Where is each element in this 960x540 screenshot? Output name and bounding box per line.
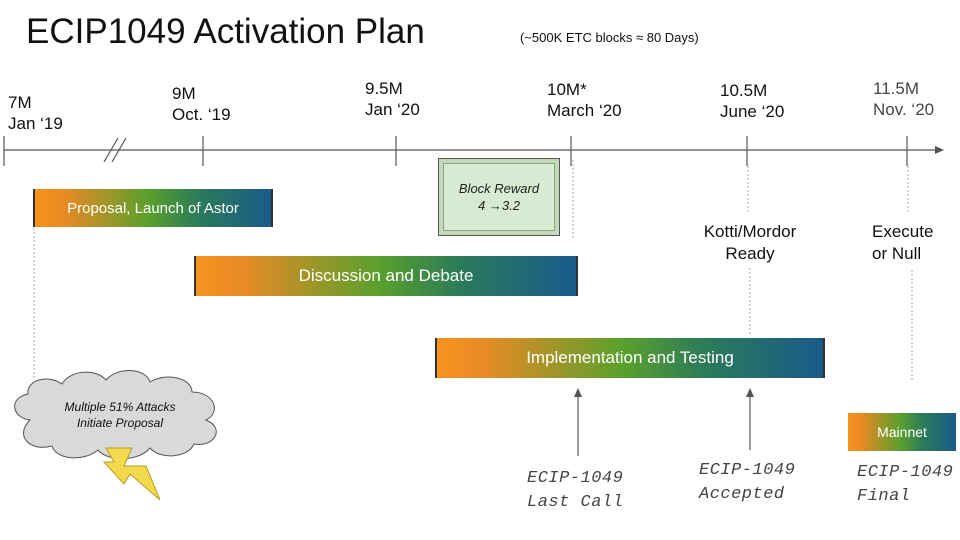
tick-date: Jan ‘19 (8, 114, 63, 133)
cloud-shape (14, 370, 217, 460)
timeline-arrowhead (935, 146, 944, 154)
arrow-accepted-head (746, 388, 754, 397)
block-reward-title: Block Reward (458, 181, 540, 196)
tick-label-11-5m: 11.5M Nov. ‘20 (873, 78, 934, 120)
milestone-line: Execute (872, 222, 934, 241)
ecip-status-final: ECIP-1049 Final (857, 461, 953, 509)
ecip-id: ECIP-1049 (527, 469, 624, 488)
ecip-state: Accepted (699, 485, 785, 504)
tick-block: 9M (172, 84, 196, 103)
phase-bar-proposal: Proposal, Launch of Astor (33, 189, 273, 227)
tick-block: 7M (8, 93, 32, 112)
lightning-bolt-icon (102, 447, 161, 501)
tick-label-9m: 9M Oct. ‘19 (172, 83, 231, 125)
tick-date: March ‘20 (547, 101, 622, 120)
cloud-line: Initiate Proposal (76, 416, 164, 430)
page-title: ECIP1049 Activation Plan (26, 12, 425, 51)
phase-bar-discussion: Discussion and Debate (194, 256, 578, 296)
ecip-id: ECIP-1049 (699, 461, 796, 480)
tick-block: 9.5M (365, 79, 403, 98)
axis-break-mark (103, 137, 119, 163)
milestone-line: or Null (872, 244, 922, 263)
tick-label-9-5m: 9.5M Jan ‘20 (365, 78, 420, 120)
tick-block: 10M* (547, 80, 587, 99)
tick-label-10m: 10M* March ‘20 (547, 79, 622, 121)
block-reward-value: 4 →3.2 (478, 198, 520, 213)
phase-bar-mainnet: Mainnet (848, 413, 956, 451)
axis-break-mark (111, 137, 127, 163)
tick-date: June ‘20 (720, 102, 785, 121)
milestone-kotti-mordor: Kotti/Mordor Ready (692, 221, 808, 265)
block-reward-box: Block Reward 4 →3.2 (438, 158, 560, 236)
tick-label-7m: 7M Jan ‘19 (8, 92, 63, 134)
tick-label-10-5m: 10.5M June ‘20 (720, 80, 784, 122)
cloud-line: Multiple 51% Attacks (64, 400, 176, 414)
ecip-state: Last Call (527, 493, 624, 512)
cloud-text: Multiple 51% Attacks Initiate Proposal (30, 399, 210, 431)
tick-block: 11.5M (873, 79, 919, 98)
milestone-line: Ready (725, 244, 775, 263)
ecip-id: ECIP-1049 (857, 463, 954, 482)
ecip-status-accepted: ECIP-1049 Accepted (699, 459, 795, 507)
phase-bar-implementation: Implementation and Testing (435, 338, 825, 378)
ecip-status-last-call: ECIP-1049 Last Call (527, 467, 623, 515)
tick-date: Nov. ‘20 (873, 100, 935, 119)
arrow-last-call-head (574, 388, 582, 397)
tick-block: 10.5M (720, 81, 768, 100)
ecip-state: Final (857, 487, 911, 506)
tick-date: Jan ‘20 (365, 100, 420, 119)
page-subtitle: (~500K ETC blocks ≈ 80 Days) (520, 30, 699, 45)
milestone-line: Kotti/Mordor (703, 222, 797, 241)
tick-date: Oct. ‘19 (172, 105, 231, 124)
milestone-execute-or-null: Execute or Null (872, 221, 933, 265)
